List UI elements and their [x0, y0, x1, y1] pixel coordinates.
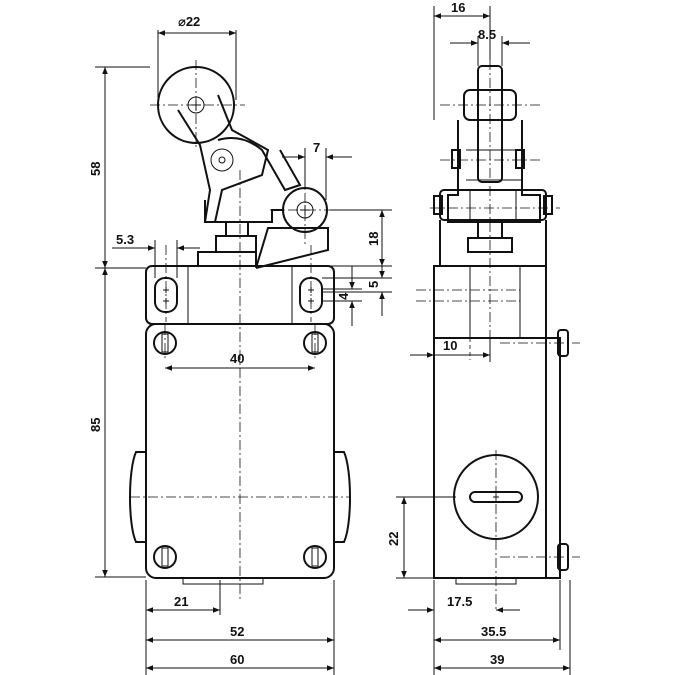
dim-mounting-width: 52 [230, 624, 244, 639]
dim-actuator-height: 18 [366, 232, 381, 246]
dim-slot-width: 5.3 [116, 232, 134, 247]
dim-bottom-offset: 21 [174, 594, 188, 609]
dim-body-width: 35.5 [481, 624, 506, 639]
lever-arm [177, 94, 270, 223]
dim-roller-offset: 7 [313, 140, 320, 155]
front-dimensions: ⌀22 58 85 7 18 5 4 [88, 14, 392, 675]
dim-total-width: 60 [230, 652, 244, 667]
dim-lever-height: 58 [88, 162, 103, 176]
screw-bottom-right [303, 545, 327, 569]
dim-conduit-offset: 17.5 [447, 594, 472, 609]
side-view [416, 60, 580, 612]
dim-conduit-height: 22 [386, 532, 401, 546]
side-cover [545, 337, 561, 579]
dim-plunger-offset: 10 [443, 338, 457, 353]
dim-top-width: 16 [451, 0, 465, 15]
dim-total-depth: 39 [490, 652, 504, 667]
dim-roller-diameter: ⌀22 [178, 14, 200, 29]
dim-slot-spacing: 40 [230, 351, 244, 366]
screw-bottom-left [153, 545, 177, 569]
dim-roller-width: 8.5 [478, 27, 496, 42]
dim-body-height: 85 [88, 418, 103, 432]
side-dimensions: 16 8.5 10 22 17.5 35.5 39 [386, 0, 571, 675]
dim-slot-width-small: 4 [336, 292, 351, 300]
dim-slot-pitch: 5 [366, 281, 381, 288]
